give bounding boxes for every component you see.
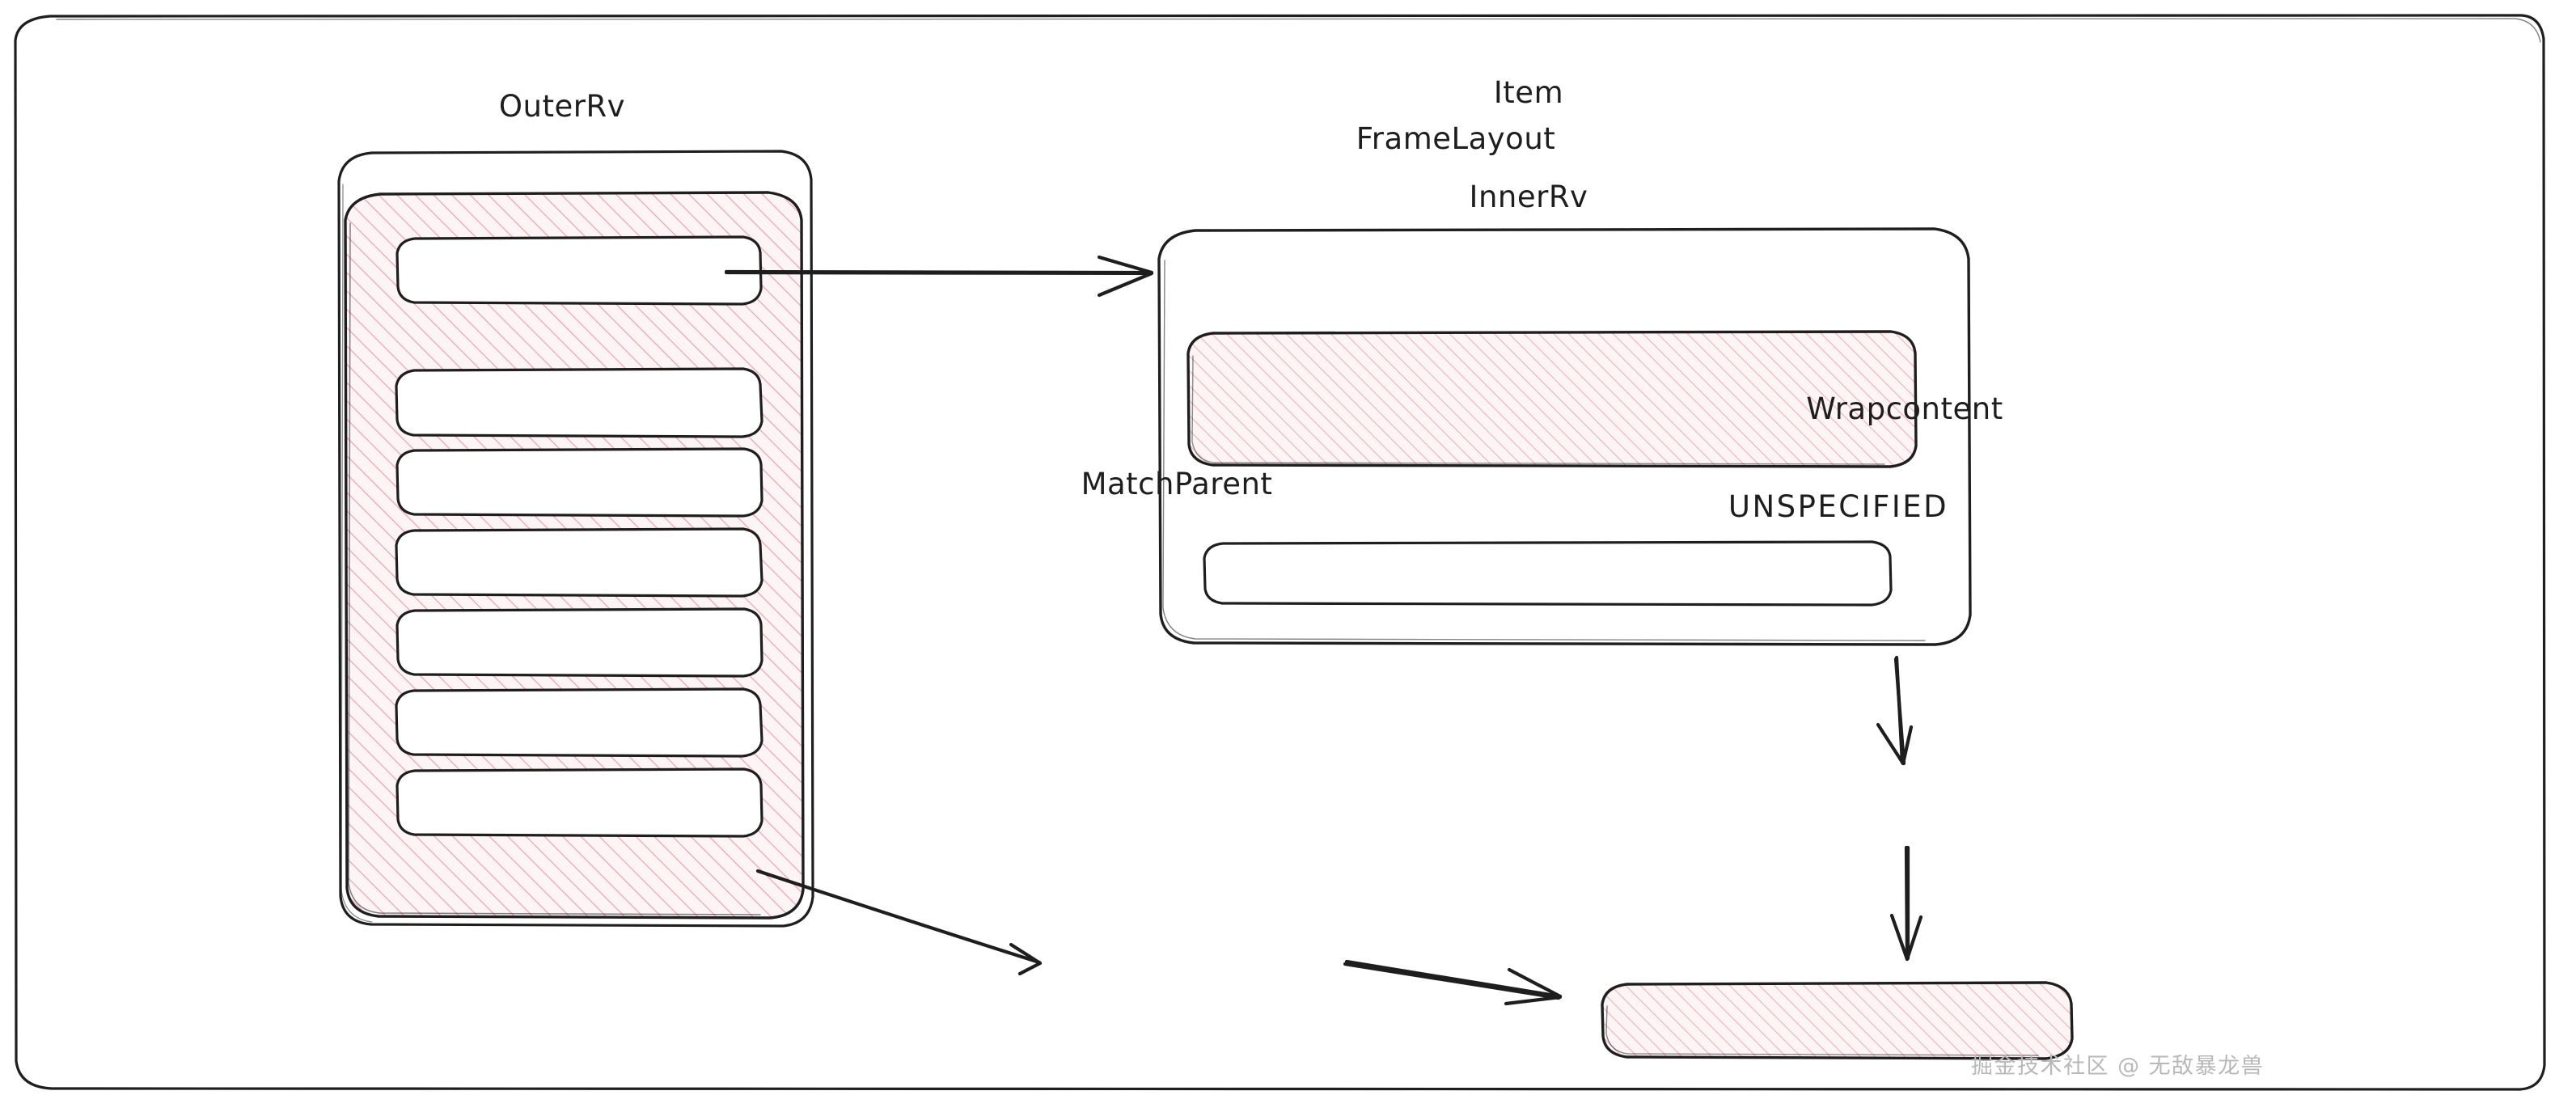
unspecified-box — [1601, 981, 2074, 1060]
label-unspecified: UNSPECIFIED — [1728, 489, 1949, 524]
label-match-parent: MatchParent — [1081, 467, 1273, 501]
arrow-wrapcontent-to-unspecified — [1889, 845, 1923, 962]
label-outer-rv: OuterRv — [498, 89, 626, 124]
outer-rv-row-7[interactable] — [395, 767, 763, 838]
label-item: Item — [1493, 75, 1564, 110]
label-wrap-content: Wrapcontent — [1806, 391, 2003, 426]
arrow-item-to-wrapcontent — [1876, 655, 1914, 766]
outer-rv-row-1[interactable] — [395, 235, 763, 306]
inner-rv-box — [1186, 330, 1918, 468]
item-row-2[interactable] — [1203, 540, 1893, 607]
arrow-outerrv-to-matchparent — [755, 869, 1043, 976]
label-frame-layout: FrameLayout — [1356, 121, 1556, 156]
page-frame — [14, 14, 2546, 1091]
arrow-matchparent-to-unspecified — [1343, 959, 1563, 1006]
watermark: 掘金技术社区 @ 无敌暴龙兽 — [1971, 1054, 2265, 1079]
outer-rv-row-5[interactable] — [395, 607, 763, 678]
outer-rv-shell — [337, 150, 814, 928]
outer-rv-row-3[interactable] — [395, 447, 763, 518]
label-inner-rv: InnerRv — [1469, 180, 1588, 214]
outer-rv-row-2[interactable] — [395, 367, 763, 438]
outer-rv-row-4[interactable] — [395, 527, 763, 598]
arrow-outerrv-to-item — [724, 255, 1154, 298]
outer-rv-rows — [395, 235, 763, 838]
outer-rv-row-6[interactable] — [395, 687, 763, 758]
